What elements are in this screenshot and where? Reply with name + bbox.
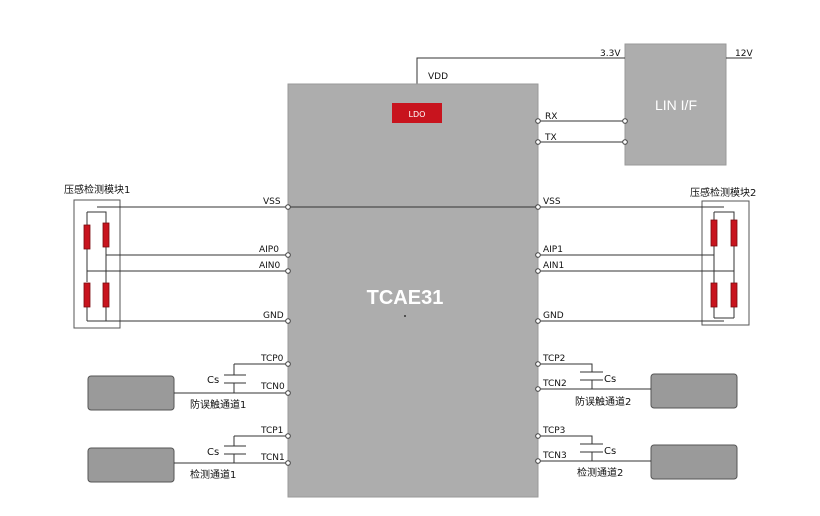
cap-3-label: Cs [604,446,616,457]
channel-anti-false-2-label: 防误触通道2 [575,395,631,408]
pin-tcn2-label: TCN2 [542,379,567,389]
pin-tcn2 [535,386,541,392]
pin-tcp1-label: TCP1 [260,426,283,436]
channel-3-wires [538,435,651,462]
touch-pad-1 [87,447,175,483]
pin-tcn0-label: TCN0 [260,382,285,392]
touch-pad-3 [650,444,738,480]
pin-tcp2-label: TCP2 [542,354,565,364]
touch-pad-0 [87,375,175,411]
pin-gnd-left-label: GND [263,311,284,321]
pin-tcn3-label: TCN3 [542,451,567,461]
pin-gnd-right-label: GND [543,311,564,321]
left-resistor-2 [102,222,110,248]
channel-0-wires [174,363,288,394]
pin-tx-label: TX [544,133,557,143]
right-resistor-1 [710,219,718,247]
pin-vss-left-label: VSS [263,197,281,207]
cap-2-label: Cs [604,374,616,385]
lin-interface-block [624,43,727,166]
label-12v: 12V [735,49,753,59]
channel-2-wires [538,363,651,390]
right-resistor-4 [730,282,738,308]
right-module-label: 压感检测模块2 [690,186,756,199]
pin-aip1-label: AIP1 [543,245,563,255]
ldo-block [392,103,442,123]
lin-tx-node [622,139,628,145]
left-resistor-4 [102,282,110,308]
pin-tcp3 [535,433,541,439]
right-bridge [710,211,738,319]
pin-tcp3-label: TCP3 [542,426,565,436]
left-resistor-1 [83,224,91,250]
pin-aip0 [285,252,291,258]
ldo-label: LDO [409,110,426,119]
pin-tcn1-label: TCN1 [260,453,285,463]
channel-1-wires [174,435,288,464]
pin-gnd-left [285,318,291,324]
right-resistor-3 [710,282,718,308]
chip-body [287,83,539,498]
channel-anti-false-1-label: 防误触通道1 [190,398,246,411]
pin-ain1 [535,268,541,274]
pin-aip0-label: AIP0 [259,245,279,255]
pin-aip1 [535,252,541,258]
channel-detect-1-label: 检测通道1 [190,468,236,481]
cap-1-label: Cs [207,447,219,458]
tx-pin [535,139,541,145]
pin-vss-right-label: VSS [543,197,561,207]
right-resistor-2 [730,219,738,247]
pin-tcp0-label: TCP0 [260,354,284,364]
lin-interface-label: LIN I/F [655,97,697,113]
pin-tcp1 [285,433,291,439]
right-module-box [701,200,750,326]
pin-tcn0 [285,390,291,396]
label-3v3: 3.3V [600,49,621,59]
pin-tcn1 [285,460,291,466]
cap-0-label: Cs [207,375,219,386]
pin-tcp2 [535,361,541,367]
chip-name: TCAE31 [367,287,444,309]
pin-vss-left [285,204,291,210]
left-module-box [73,199,121,329]
chip-dot [404,315,406,317]
rx-pin [535,118,541,124]
pin-ain0 [285,268,291,274]
pin-rx-label: RX [545,112,557,122]
touch-pad-2 [650,373,738,409]
label-vdd: VDD [428,72,448,82]
pin-tcp0 [285,361,291,367]
channel-detect-2-label: 检测通道2 [577,466,623,479]
pin-ain1-label: AIN1 [543,261,564,271]
left-resistor-3 [83,282,91,308]
pin-vss-right [535,204,541,210]
pin-gnd-right [535,318,541,324]
lin-rx-node [622,118,628,124]
left-module-label: 压感检测模块1 [64,183,130,196]
left-bridge [83,211,110,322]
pin-tcn3 [535,458,541,464]
pin-ain0-label: AIN0 [259,261,281,271]
